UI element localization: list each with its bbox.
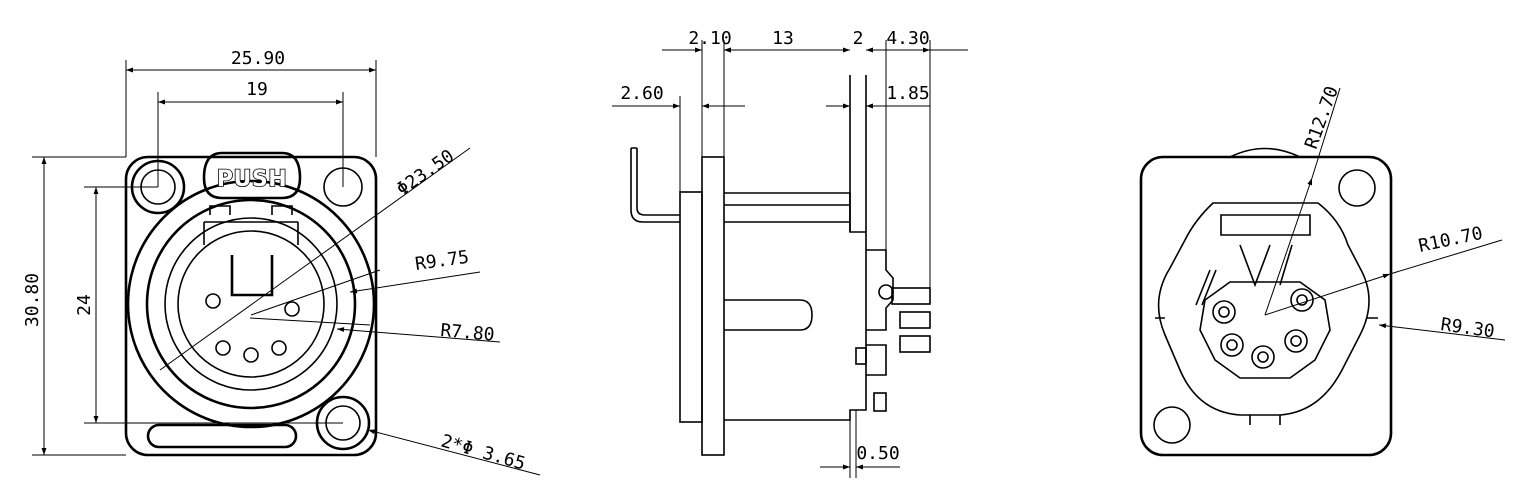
push-latch bbox=[202, 151, 302, 200]
dim-rear-radius-c: R9.30 bbox=[1439, 314, 1496, 342]
dim-side-a: 2.10 bbox=[688, 28, 731, 49]
push-label: PUSH bbox=[217, 167, 287, 192]
dim-side-e: 2.60 bbox=[620, 83, 663, 104]
inner-ring bbox=[164, 217, 338, 391]
dim-side-b: 13 bbox=[772, 28, 794, 49]
dim-mount-holes: 2*Φ 3.65 bbox=[439, 431, 528, 475]
dim-diameter-outer: Φ23.50 bbox=[393, 146, 458, 201]
dim-radius-outer: R9.75 bbox=[414, 247, 471, 275]
pin-2 bbox=[284, 301, 300, 317]
dim-side-g: 0.50 bbox=[856, 443, 899, 464]
key-slot bbox=[230, 255, 274, 297]
rear-flange bbox=[1139, 155, 1393, 457]
pin-3 bbox=[215, 340, 231, 356]
middle-ring bbox=[145, 198, 357, 410]
dim-radius-inner: R7.80 bbox=[440, 320, 496, 346]
side-view: 2.10 13 2 4.30 2.60 1.85 0.50 bbox=[612, 28, 968, 478]
dim-rear-radius-a: R12.70 bbox=[1301, 83, 1343, 151]
dim-overall-height: 30.80 bbox=[22, 273, 43, 327]
dim-hole-spacing-y: 24 bbox=[74, 294, 95, 316]
side-body bbox=[724, 192, 867, 421]
rear-bottom-left-hole bbox=[1153, 406, 1191, 444]
pin-5 bbox=[271, 340, 287, 356]
rear-top-right-hole bbox=[1338, 169, 1376, 207]
front-flange bbox=[124, 155, 378, 457]
latch-tab bbox=[203, 205, 299, 245]
dim-rear-radius-b: R10.70 bbox=[1417, 223, 1485, 257]
side-flange bbox=[701, 156, 725, 456]
bottom-slot bbox=[146, 423, 298, 449]
rear-view: R12.70 R10.70 R9.30 bbox=[1139, 83, 1506, 457]
dim-side-f: 1.85 bbox=[886, 83, 929, 104]
pin-1 bbox=[205, 293, 221, 309]
front-view: PUSH 25.90 19 30.80 24 bbox=[22, 48, 541, 476]
pin-4 bbox=[243, 347, 259, 363]
outer-ring bbox=[126, 179, 376, 429]
dim-overall-width: 25.90 bbox=[231, 48, 285, 69]
side-pin bbox=[724, 299, 813, 331]
solder-tab bbox=[630, 147, 680, 223]
dim-hole-spacing-x: 19 bbox=[246, 79, 268, 100]
dim-side-c: 2 bbox=[853, 28, 864, 49]
dim-side-d: 4.30 bbox=[886, 28, 929, 49]
side-collar bbox=[679, 191, 703, 423]
insert-ring bbox=[177, 230, 325, 378]
